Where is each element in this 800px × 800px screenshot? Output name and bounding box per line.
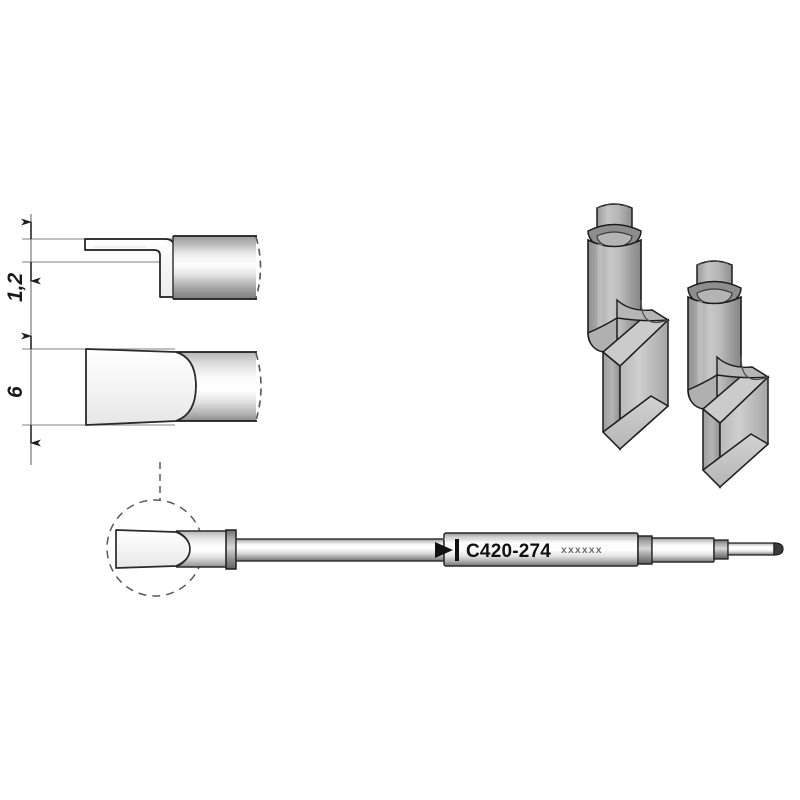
cartridge-rear-barrel: [651, 537, 715, 563]
front-view-group: 6: [4, 330, 262, 465]
front-view-break-line: [255, 352, 262, 421]
side-view-blade: [84, 238, 176, 298]
cartridge-rear-collar: [637, 535, 653, 565]
cartridge-rear-collar-2: [713, 539, 729, 560]
iso-left-blade-bevel: [601, 395, 670, 451]
cartridge-rear-pin: [727, 542, 775, 556]
cartridge-tip-body: [175, 530, 229, 568]
iso-left-collar-inner: [596, 231, 633, 250]
iso-left-blend-edge: [640, 299, 669, 324]
dimension-label-thickness: 1,2: [4, 272, 27, 302]
full-cartridge-group: C420-274 xxxxxx: [106, 462, 784, 597]
cartridge-tip-collar: [225, 529, 237, 570]
front-view-transition-curve: [175, 351, 197, 422]
cartridge-rear-pin-end: [773, 542, 784, 556]
iso-right-pin-break: [696, 260, 733, 266]
part-number-label: C420-274: [466, 541, 551, 562]
isometric-view-group: [587, 203, 771, 489]
side-view-body: [173, 236, 256, 299]
front-view-body: [176, 352, 256, 421]
serial-placeholder-label: xxxxxx: [561, 544, 603, 556]
cartridge-marking-separator: [455, 539, 459, 561]
iso-right-blade-bevel: [701, 433, 770, 489]
dimension-label-width: 6: [4, 386, 27, 398]
front-view-blade: [85, 348, 197, 426]
isometric-cartridge-left: [587, 203, 671, 451]
iso-right-collar-inner: [696, 288, 733, 307]
iso-left-pin-break: [596, 203, 633, 209]
side-view-break-line: [255, 236, 262, 299]
side-view-group: 1,2: [4, 214, 262, 330]
iso-right-blend-edge: [740, 356, 769, 381]
isometric-cartridge-right: [687, 260, 771, 489]
triangle-right-icon: [435, 542, 453, 558]
cartridge-tip-blade: [115, 529, 191, 569]
cartridge-shaft: [235, 538, 445, 562]
